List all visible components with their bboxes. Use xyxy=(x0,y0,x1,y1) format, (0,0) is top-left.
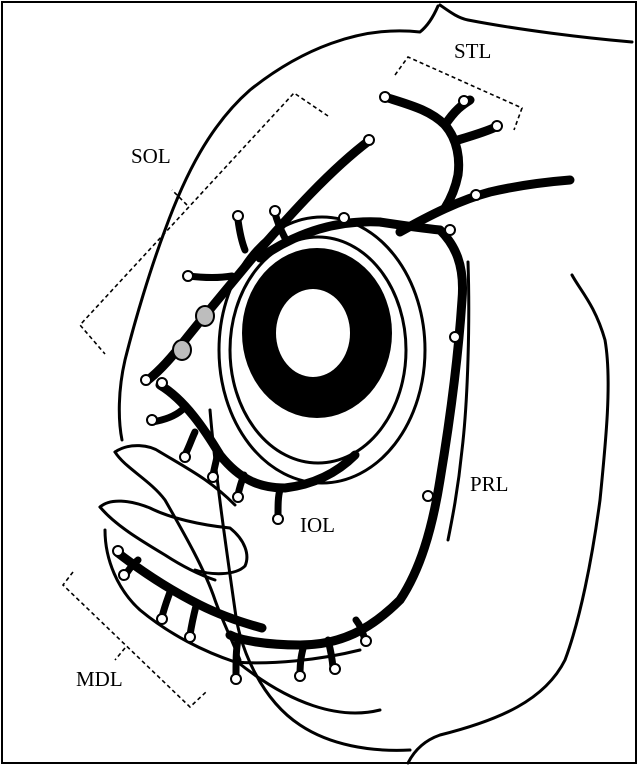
label-prl: PRL xyxy=(470,474,509,495)
pore xyxy=(157,614,167,624)
label-stl: STL xyxy=(454,41,491,62)
pore xyxy=(445,225,455,235)
pore xyxy=(183,271,193,281)
anterior-nostril xyxy=(196,306,214,326)
pore xyxy=(180,452,190,462)
label-iol: IOL xyxy=(300,515,335,536)
posterior-nostril xyxy=(173,340,191,360)
pore xyxy=(273,514,283,524)
pore xyxy=(233,211,243,221)
pore xyxy=(423,491,433,501)
pore xyxy=(364,135,374,145)
pore xyxy=(450,332,460,342)
pore xyxy=(231,674,241,684)
pore xyxy=(459,96,469,106)
label-mdl: MDL xyxy=(76,669,123,690)
eye-pupil xyxy=(276,289,350,377)
pore xyxy=(492,121,502,131)
pore xyxy=(147,415,157,425)
jaw-outline xyxy=(100,410,410,750)
label-sol: SOL xyxy=(131,146,171,167)
pore xyxy=(339,213,349,223)
bracket-stl xyxy=(395,57,522,130)
pore xyxy=(208,472,218,482)
bracket-mdl-tick xyxy=(115,648,125,660)
pore xyxy=(185,632,195,642)
pore xyxy=(380,92,390,102)
pore xyxy=(361,636,371,646)
canal-stl xyxy=(385,97,459,208)
pore xyxy=(119,570,129,580)
pore xyxy=(233,492,243,502)
pore xyxy=(295,671,305,681)
pore xyxy=(113,546,123,556)
pore xyxy=(330,664,340,674)
pore xyxy=(157,378,167,388)
pore xyxy=(141,375,151,385)
pore xyxy=(270,206,280,216)
pore xyxy=(471,190,481,200)
